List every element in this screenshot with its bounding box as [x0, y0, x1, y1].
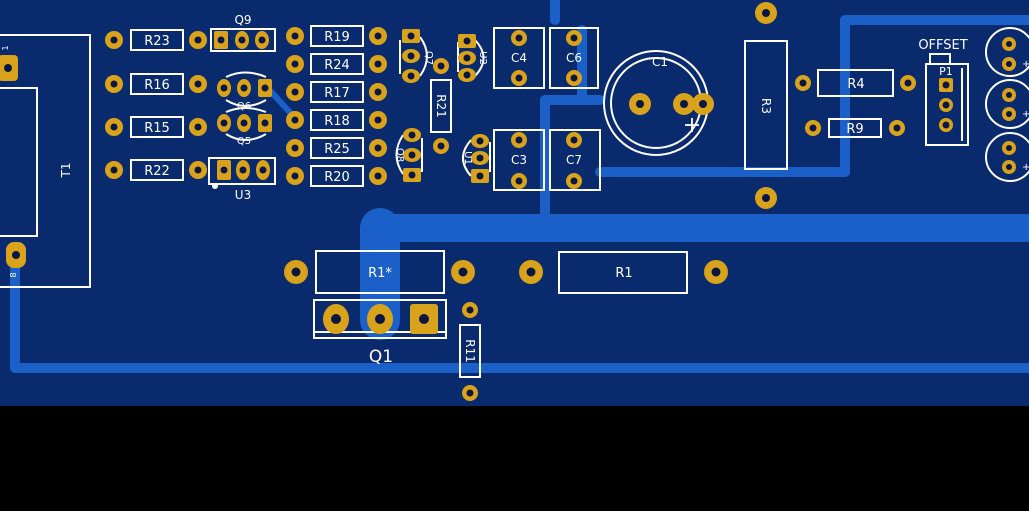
- p1-label: P1: [939, 65, 953, 78]
- r24-label: R24: [324, 58, 350, 73]
- resistor-r19: R19: [286, 25, 387, 47]
- r19-label: R19: [324, 30, 350, 45]
- resistor-r11: R11: [459, 302, 481, 401]
- q7-label: Q7: [423, 51, 434, 65]
- t1-label: T1: [59, 163, 73, 179]
- r22-label: R22: [144, 164, 170, 179]
- resistor-r3: R3: [744, 2, 788, 209]
- r20-label: R20: [324, 170, 350, 185]
- offset-label: OFFSET: [918, 38, 967, 53]
- r21-label: R21: [434, 94, 448, 118]
- u3-label: U3: [235, 188, 251, 202]
- transistor-q7: Q7: [399, 29, 434, 83]
- r3-label: R3: [759, 98, 773, 114]
- r1-star-label: R1*: [368, 266, 392, 281]
- capacitor-c4: C4: [493, 27, 545, 89]
- resistor-r9: R9: [805, 118, 905, 138]
- transistor-q9: Q9: [210, 13, 276, 52]
- c6-label: C6: [566, 51, 582, 65]
- copper-traces: [10, 0, 1029, 373]
- r9-label: R9: [846, 122, 863, 137]
- q5-label: Q5: [237, 136, 251, 147]
- resistor-r1-star: R1*: [284, 250, 475, 294]
- q8-label: Q8: [394, 148, 405, 162]
- c3-label: C3: [511, 153, 527, 167]
- resistor-r17: R17: [286, 81, 387, 103]
- resistor-r24: R24: [286, 53, 387, 75]
- c7-label: C7: [566, 153, 582, 167]
- r16-label: R16: [144, 78, 170, 93]
- r18-label: R18: [324, 114, 350, 129]
- resistor-r22: R22: [105, 159, 207, 181]
- resistor-r20: R20: [286, 165, 387, 187]
- transistor-q1: Q1: [313, 299, 447, 367]
- transistor-q6: Q6: [217, 71, 272, 112]
- cap-c-polarity-mark: +: [1022, 162, 1029, 173]
- resistor-r18: R18: [286, 109, 387, 131]
- u1-label: U1: [462, 151, 473, 165]
- resistor-r4: R4: [795, 69, 916, 97]
- r15-label: R15: [144, 121, 170, 136]
- r4-label: R4: [847, 77, 864, 92]
- u2-label: U2: [477, 51, 488, 65]
- c1-polarity-mark: +: [683, 113, 701, 138]
- q1-label: Q1: [369, 347, 393, 367]
- ic-u1: U1: [462, 134, 491, 183]
- t1-pin8-label: 8: [9, 272, 18, 277]
- cap-b-polarity-mark: +: [1022, 109, 1029, 120]
- transistor-q8: Q8: [394, 128, 423, 182]
- resistor-r15: R15: [105, 116, 207, 138]
- pcb-substrate: [0, 0, 1029, 406]
- c4-label: C4: [511, 51, 527, 65]
- c1-label: C1: [652, 55, 668, 69]
- t1-transformer: T1 1 8: [0, 34, 91, 288]
- capacitor-c6: C6: [549, 27, 599, 89]
- capacitor-c7: C7: [549, 129, 601, 191]
- resistor-r1: R1: [519, 251, 728, 294]
- q9-label: Q9: [234, 13, 251, 27]
- r17-label: R17: [324, 86, 350, 101]
- ic-u2: U2: [457, 34, 488, 82]
- resistor-r25: R25: [286, 137, 387, 159]
- q6-label: Q6: [237, 101, 251, 112]
- resistor-r16: R16: [105, 73, 207, 95]
- r25-label: R25: [324, 142, 350, 157]
- capacitor-c1: C1 +: [603, 50, 714, 156]
- transistor-q5: Q5: [217, 107, 272, 147]
- resistor-r21: R21: [430, 58, 452, 154]
- t1-pin1-label: 1: [1, 45, 10, 50]
- r23-label: R23: [144, 34, 170, 49]
- resistor-r23: R23: [105, 29, 207, 51]
- regulator-u3: U3: [208, 157, 276, 202]
- r11-label: R11: [463, 339, 477, 363]
- trimmer-p1: OFFSET P1: [918, 38, 969, 146]
- cap-a-polarity-mark: +: [1022, 59, 1029, 70]
- r1-label: R1: [615, 266, 632, 281]
- right-edge-capacitors: + + +: [985, 27, 1029, 182]
- capacitor-c3: C3: [493, 129, 545, 191]
